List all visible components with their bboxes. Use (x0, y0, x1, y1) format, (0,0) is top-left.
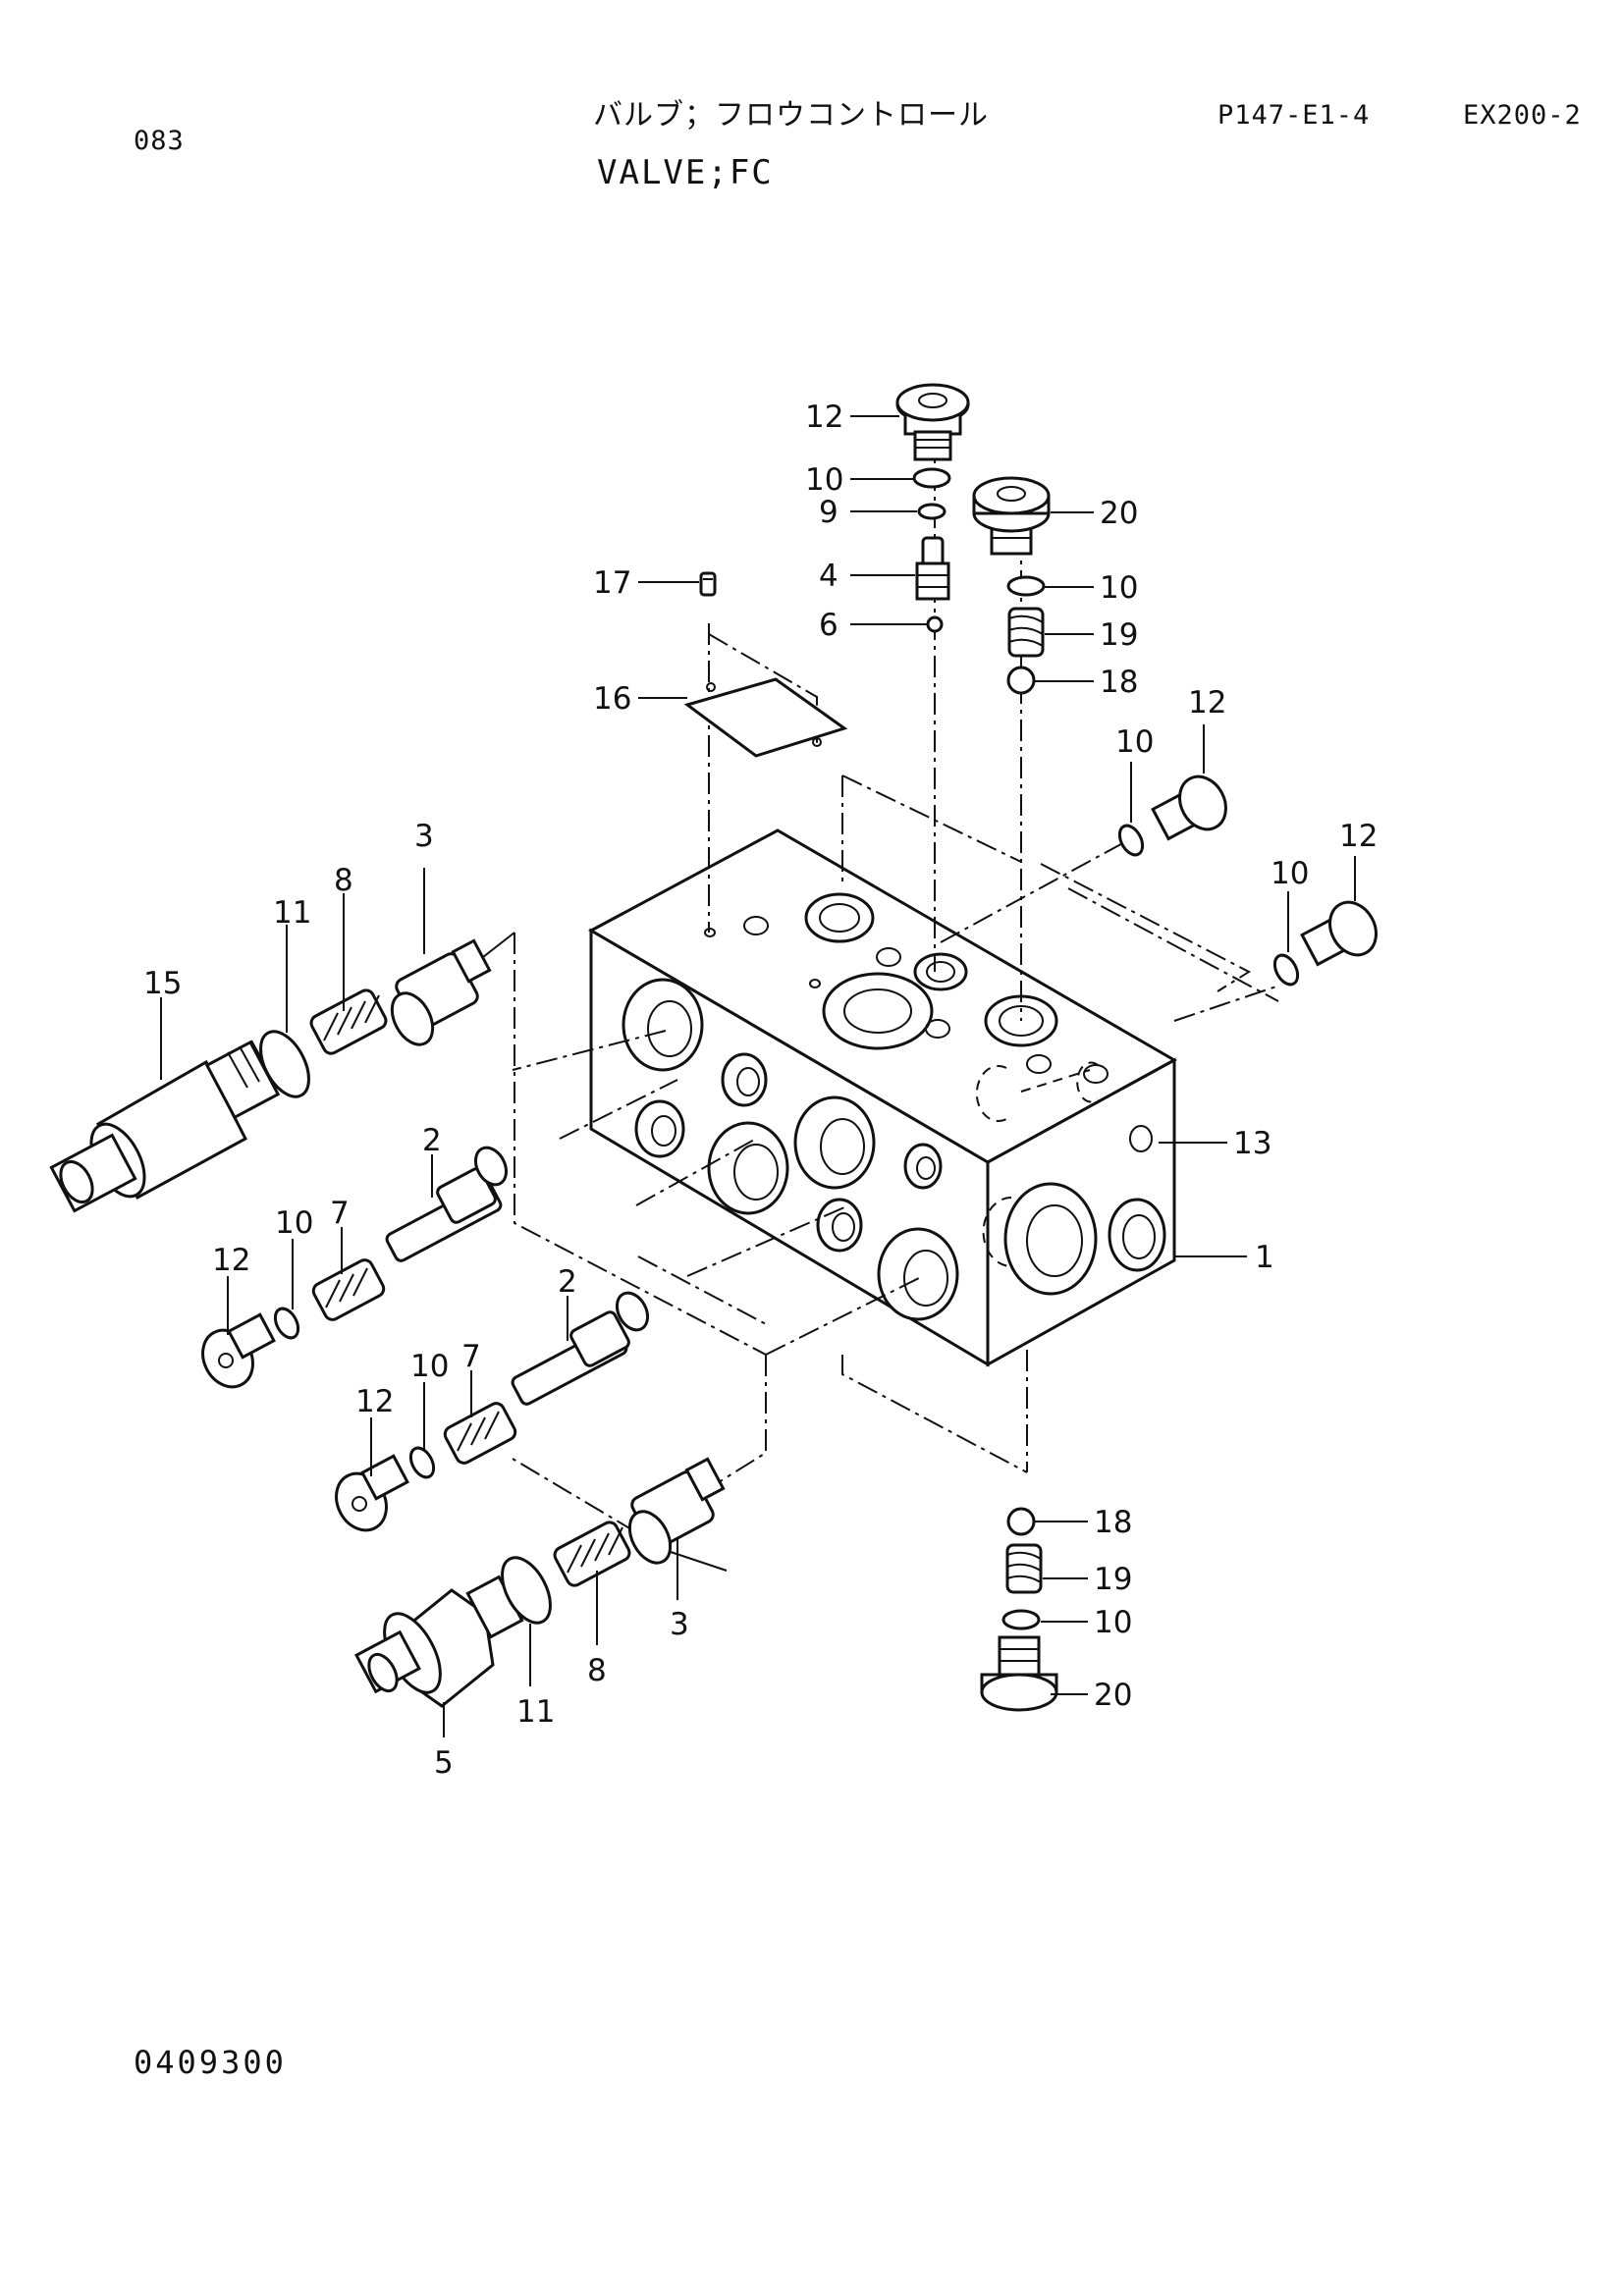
callout-12-left-lower: 12 (355, 1384, 394, 1419)
callout-13: 13 (1233, 1126, 1271, 1161)
spring-7-upper (311, 1258, 386, 1321)
callout-12-right-upper: 12 (1188, 685, 1226, 721)
callout-10-right-lower: 10 (1271, 856, 1309, 891)
relief-valve-5 (354, 1575, 524, 1708)
title-japanese: バルブ；フロウコントロール (593, 98, 989, 133)
poppet-3-upper (390, 938, 492, 1046)
leader-lines (160, 415, 1356, 1737)
spool-2-upper (385, 1146, 509, 1262)
o-ring-10-right-upper (1117, 824, 1145, 857)
callout-15: 15 (143, 966, 182, 1001)
plug-12-top (895, 383, 970, 461)
callout-10-right-upper: 10 (1115, 724, 1154, 760)
model-number: EX200-2 (1463, 100, 1582, 131)
callout-3-upper: 3 (414, 819, 434, 854)
plug-12-left-upper (201, 1312, 276, 1389)
callout-18-bottom: 18 (1094, 1505, 1132, 1540)
callout-labels: 12 10 9 4 6 17 16 20 10 19 18 12 10 12 1… (143, 400, 1378, 1781)
callout-19-top: 19 (1100, 617, 1138, 653)
page-code: 083 (134, 126, 185, 156)
spool-2-lower (511, 1291, 650, 1406)
spring-8-lower (553, 1521, 631, 1587)
callout-17: 17 (593, 565, 631, 601)
valve-body-1 (587, 828, 1178, 1367)
ball-6 (926, 615, 944, 633)
callout-10-bottom-label: 10 (1094, 1605, 1132, 1640)
o-ring-11-lower (501, 1556, 552, 1625)
callout-2-lower: 2 (558, 1264, 577, 1300)
callout-20-top: 20 (1100, 496, 1138, 531)
title-english: VALVE;FC (597, 153, 774, 192)
callout-3-lower: 3 (670, 1607, 689, 1642)
callout-20-bottom: 20 (1094, 1678, 1132, 1713)
callout-10-left-lower: 10 (410, 1349, 449, 1384)
callout-2-upper: 2 (422, 1123, 442, 1158)
plug-12-right-lower (1300, 900, 1378, 967)
callout-10-right-top: 10 (1100, 570, 1138, 606)
plug-12-right-upper (1151, 774, 1227, 841)
spring-8-upper (309, 988, 388, 1055)
callout-11-upper: 11 (273, 895, 311, 931)
relief-valve-15 (49, 1040, 281, 1213)
o-ring-10-top (912, 467, 951, 489)
nameplate-16 (683, 677, 848, 758)
rivet-17 (699, 571, 717, 597)
callout-4: 4 (819, 559, 839, 594)
callout-16: 16 (593, 681, 631, 717)
spring-19-bottom (1005, 1543, 1043, 1594)
callout-11-lower: 11 (516, 1694, 555, 1730)
o-ring-10-left-upper (273, 1307, 300, 1340)
callout-7-upper: 7 (330, 1196, 350, 1231)
plug-20-bottom (980, 1635, 1058, 1712)
callout-5: 5 (434, 1745, 454, 1781)
o-ring-10-bottom (1001, 1609, 1041, 1630)
callout-9: 9 (819, 495, 839, 530)
plug-20-top (972, 476, 1051, 556)
callout-1: 1 (1255, 1240, 1274, 1275)
callout-7-lower: 7 (461, 1339, 481, 1374)
o-ring-10-right-lower (1272, 953, 1300, 987)
ball-18-bottom (1006, 1507, 1036, 1536)
spring-19-top (1007, 607, 1045, 658)
drawing-number: 0409300 (134, 2044, 287, 2081)
o-ring-10-left-lower (408, 1446, 436, 1479)
callout-6: 6 (819, 608, 839, 643)
poppet-3-lower (627, 1457, 726, 1565)
ball-18-top (1006, 666, 1036, 695)
orifice-4 (915, 536, 950, 601)
callout-19-bottom: 19 (1094, 1562, 1132, 1597)
o-ring-9 (917, 503, 947, 520)
callout-10-top: 10 (805, 462, 843, 498)
callout-8-upper: 8 (334, 863, 353, 898)
page-reference: P147-E1-4 (1217, 100, 1371, 131)
callout-12-top: 12 (805, 400, 843, 435)
callout-8-lower: 8 (587, 1653, 607, 1688)
plug-12-left-lower (335, 1454, 409, 1532)
callout-10-left-upper: 10 (275, 1205, 313, 1241)
o-ring-10-right-top (1006, 575, 1046, 597)
callout-12-right-lower: 12 (1339, 819, 1378, 854)
o-ring-11-upper (259, 1030, 310, 1098)
callout-12-left-upper: 12 (212, 1243, 250, 1278)
spring-7-lower (443, 1402, 517, 1465)
callout-18-top: 18 (1100, 665, 1138, 700)
